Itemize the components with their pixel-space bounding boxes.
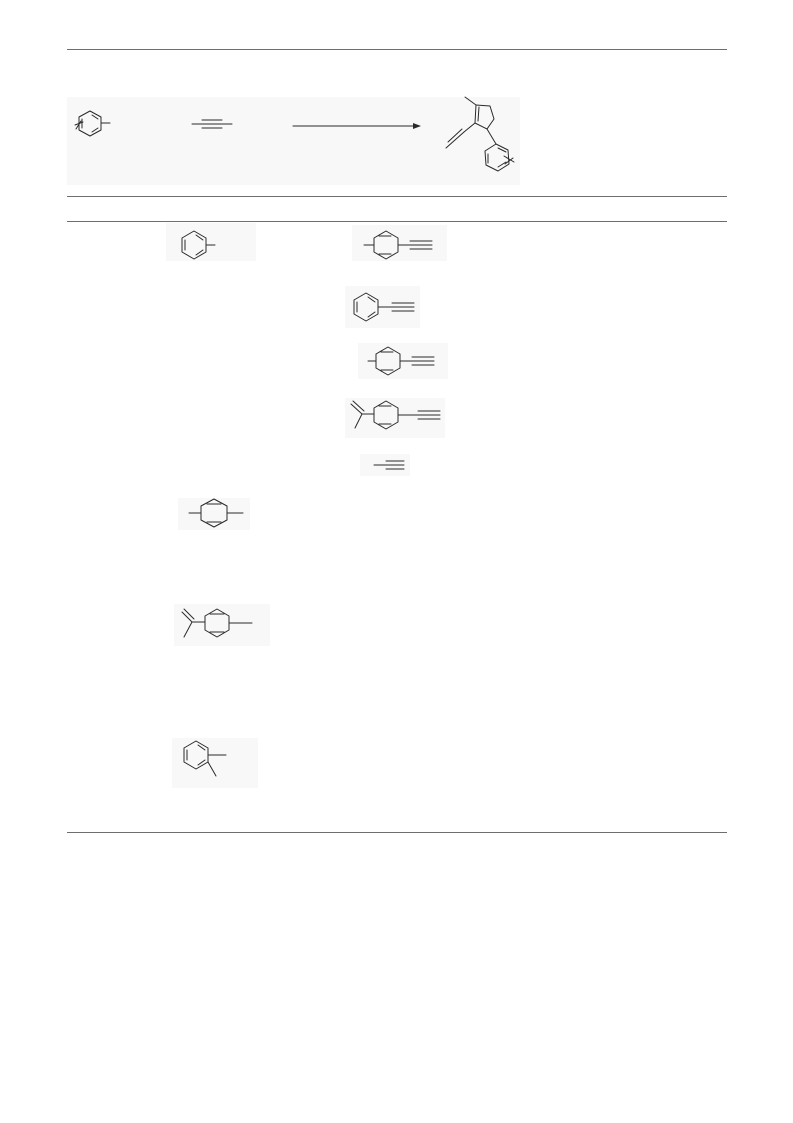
row3-alkyne-tolylacetylene <box>367 346 435 376</box>
row1-substrate-panel <box>166 223 256 261</box>
row5-alkyne-propyne <box>373 460 405 470</box>
reaction-arrow <box>292 123 421 129</box>
row6-substrate-p-xylene <box>188 498 244 528</box>
scheme-reactant-arene <box>74 110 111 137</box>
row2-alkyne-phenylacetylene <box>353 292 415 322</box>
row1-alkyne-panel <box>352 225 447 261</box>
row7-substrate-isopropenyltoluene <box>181 608 253 638</box>
table-bottom-rule <box>67 832 727 833</box>
row6-substrate-panel <box>178 498 250 530</box>
table-header-rule <box>67 221 727 222</box>
row8-substrate-o-xylene <box>183 740 227 777</box>
table-top-rule <box>67 196 727 197</box>
row1-alkyne-tolylacetylene <box>363 230 433 260</box>
row1-substrate-toluene <box>181 230 216 260</box>
scheme-product <box>445 96 515 172</box>
row4-alkyne-isopropenylphenylacetylene <box>350 400 441 430</box>
scheme-panel <box>67 97 520 185</box>
scheme-reactant-alkyne <box>191 119 233 129</box>
row4-alkyne-panel <box>345 398 445 438</box>
top-rule <box>67 49 727 50</box>
